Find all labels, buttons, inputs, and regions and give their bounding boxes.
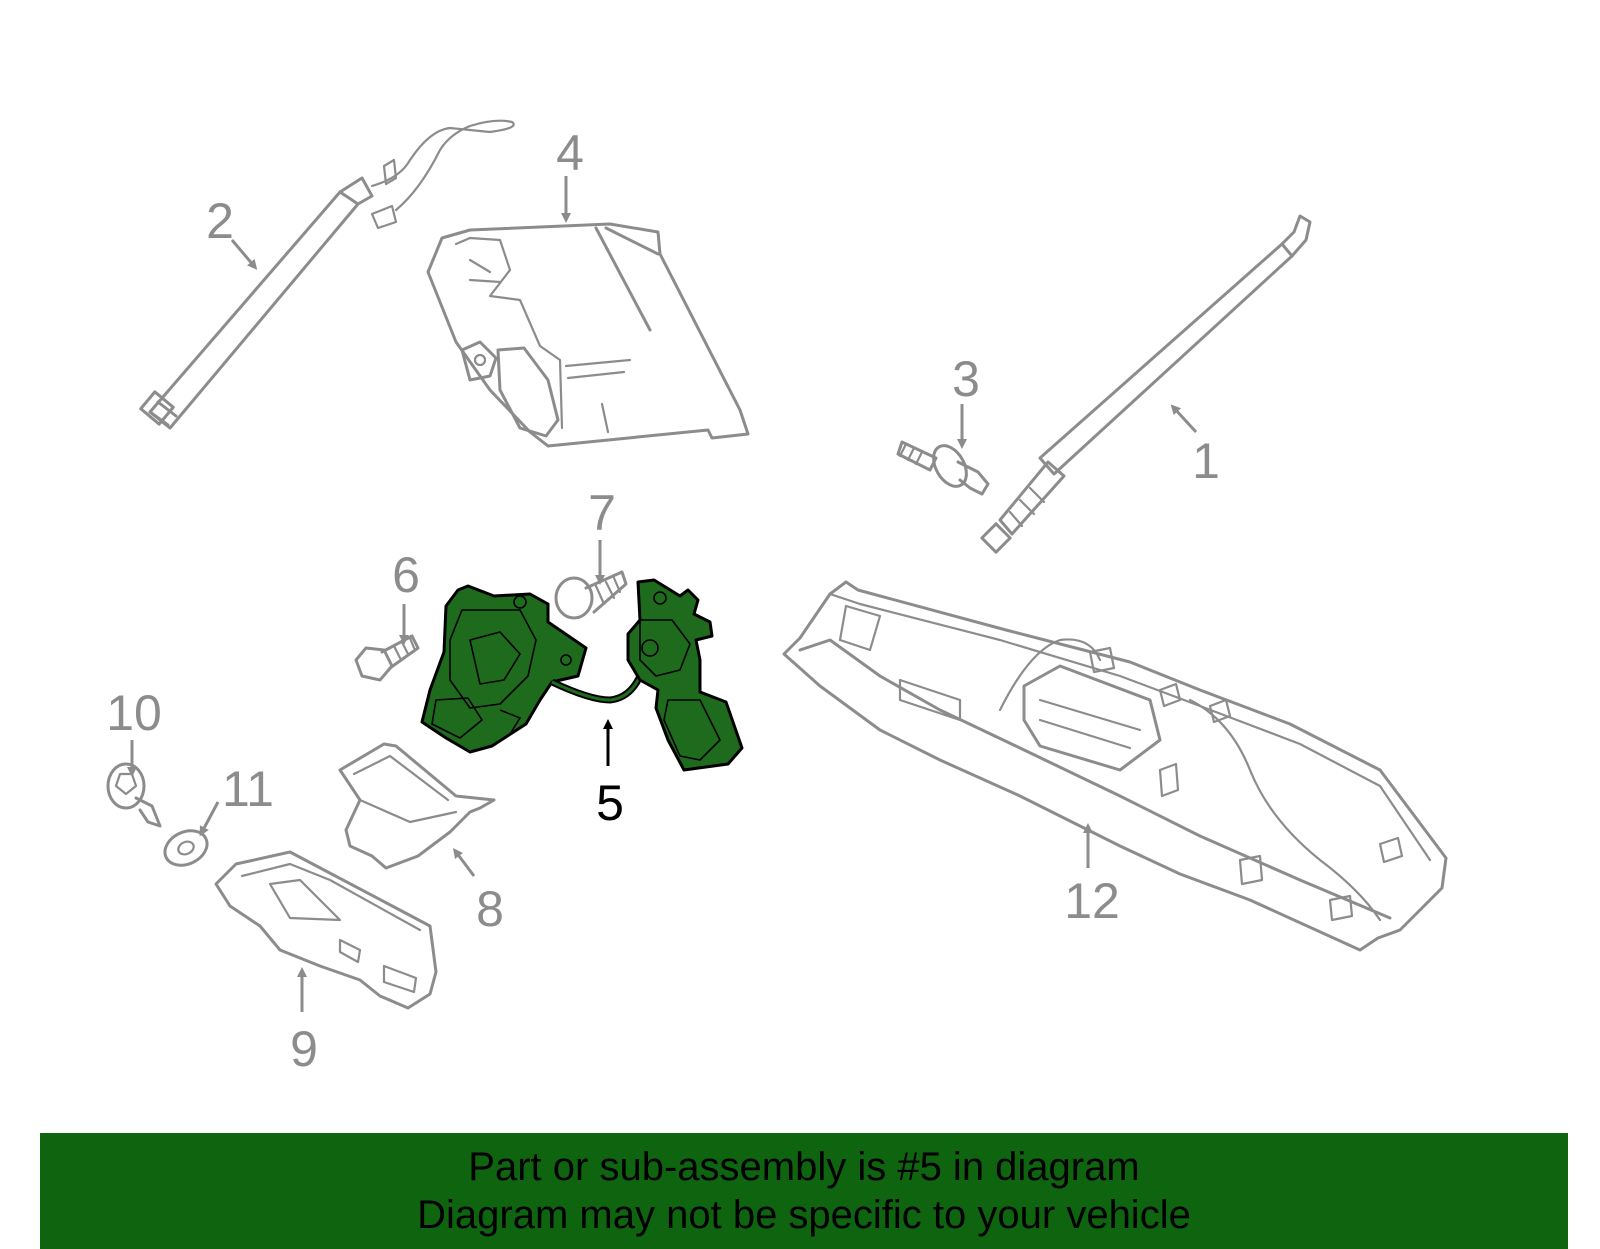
leader-8: [453, 848, 476, 877]
part-6-bolt[interactable]: [354, 634, 420, 682]
callout-3: 3: [952, 351, 980, 407]
callout-2: 2: [206, 193, 234, 249]
part-12-trim-panel-with-wiring[interactable]: [782, 580, 1448, 952]
callout-4: 4: [556, 125, 584, 181]
callout-12: 12: [1064, 873, 1120, 929]
callout-7: 7: [588, 485, 616, 541]
part-2-strut-with-cable[interactable]: [139, 119, 515, 430]
part-5-latch-actuator[interactable]: [420, 578, 744, 772]
callout-10: 10: [106, 685, 162, 741]
callout-6: 6: [392, 547, 420, 603]
banner-line-disclaimer: Diagram may not be specific to your vehi…: [417, 1193, 1191, 1237]
part-3-bolt[interactable]: [896, 440, 990, 496]
leader-2: [230, 239, 258, 270]
part-7-screw[interactable]: [554, 570, 628, 620]
callout-8: 8: [476, 881, 504, 937]
part-10-screw[interactable]: [106, 762, 162, 828]
info-banner: Part or sub-assembly is #5 in diagram Di…: [40, 1133, 1568, 1249]
part-1-lift-strut[interactable]: [980, 214, 1312, 554]
callout-5: 5: [596, 775, 624, 831]
part-11-washer[interactable]: [159, 824, 212, 872]
callout-9: 9: [290, 1021, 318, 1077]
part-8-cover[interactable]: [338, 742, 496, 870]
callout-1: 1: [1192, 433, 1220, 489]
leader-1: [1170, 404, 1198, 434]
part-4-control-module[interactable]: [426, 222, 750, 448]
leader-lines: [127, 176, 1198, 1012]
part-9-handle-bracket[interactable]: [214, 850, 438, 1010]
leader-11: [199, 801, 220, 837]
banner-line-part-info: Part or sub-assembly is #5 in diagram: [468, 1145, 1140, 1189]
callout-numbers: 1 2 3 4 5 6 7 8 9 10 11 12: [106, 125, 1220, 1077]
callout-11: 11: [222, 761, 274, 817]
